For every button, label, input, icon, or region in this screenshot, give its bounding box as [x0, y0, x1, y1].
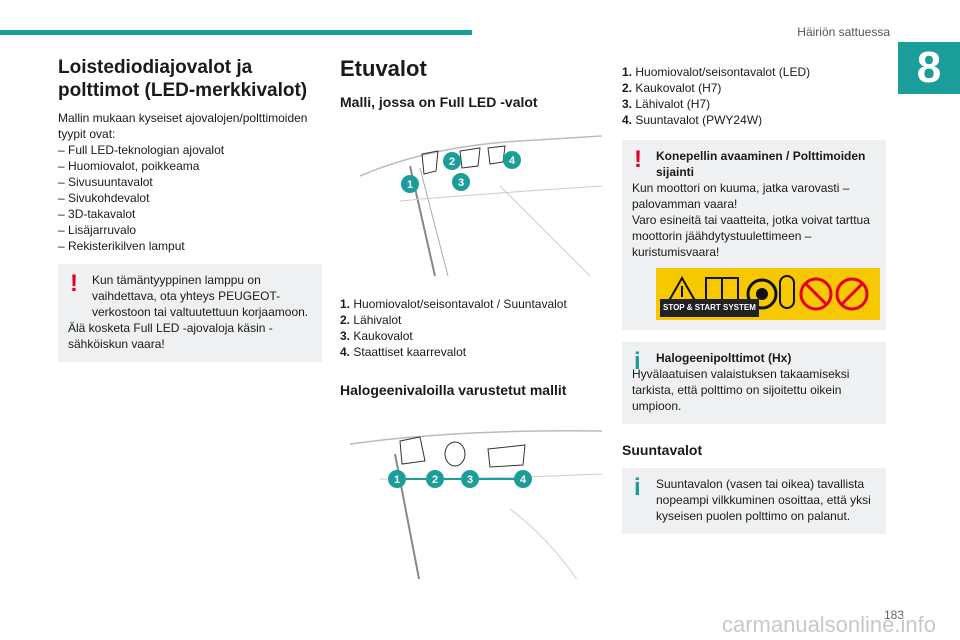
info-box-indicators: i Suuntavalon (vasen tai oikea) tavallis…	[622, 468, 886, 534]
column-front-lights: Etuvalot Malli, jossa on Full LED -valot…	[340, 56, 603, 594]
subheading-full-led: Malli, jossa on Full LED -valot	[340, 94, 538, 110]
warning-exclamation-icon: !	[70, 270, 78, 297]
list-item: Full LED-teknologian ajovalot	[58, 142, 322, 158]
full-led-legend: 1. Huomiovalot/seisontavalot / Suuntaval…	[340, 296, 602, 360]
section-title: Häiriön sattuessa	[797, 25, 890, 39]
callout-2	[426, 470, 444, 488]
intro-text: Mallin mukaan kyseiset ajovalojen/poltti…	[58, 111, 308, 141]
halogen-legend: 1. Huomiovalot/seisontavalot (LED) 2. Ka…	[622, 64, 886, 128]
svg-text:4: 4	[509, 155, 516, 167]
warning-text: Varo esineitä tai vaatteita, jotka voiva…	[632, 213, 870, 259]
full-led-headlamp-diagram: 1 2 3 4	[359, 135, 603, 277]
warning-heading: Konepellin avaaminen / Polttimoiden sija…	[656, 149, 866, 179]
warning-box: ! Kun tämäntyyppinen lamppu on vaihdetta…	[58, 264, 322, 362]
column-led-lamps: Loistediodiajovalot ja polttimot (LED-me…	[58, 56, 322, 362]
warning-exclamation-icon: !	[634, 146, 642, 173]
chapter-tab: 8	[898, 42, 960, 94]
list-item: 1. Huomiovalot/seisontavalot (LED)	[622, 65, 811, 79]
list-item: Lisäjarruvalo	[58, 222, 322, 238]
list-item: Huomiovalot, poikkeama	[58, 158, 322, 174]
list-item: Sivusuuntavalot	[58, 174, 322, 190]
info-box-halogen: i Halogeenipolttimot (Hx) Hyvälaatuisen …	[622, 342, 886, 424]
list-item: Rekisterikilven lamput	[58, 238, 322, 254]
callout-3	[461, 470, 479, 488]
lamp-type-list: Full LED-teknologian ajovalot Huomiovalo…	[58, 142, 322, 254]
sticker-label: STOP & START SYSTEM	[660, 299, 759, 317]
warning-box: ! Konepellin avaaminen / Polttimoiden si…	[622, 140, 886, 330]
watermark: carmanualsonline.info	[721, 612, 936, 637]
heading-led-lamps: Loistediodiajovalot ja polttimot (LED-me…	[58, 57, 308, 101]
info-icon: i	[634, 474, 641, 501]
warning-text: Kun tämäntyyppinen lamppu on vaihdettava…	[92, 273, 309, 319]
warning-sticker-image: STOP & START SYSTEM	[656, 268, 880, 320]
info-icon: i	[634, 348, 641, 375]
list-item: 2. Kaukovalot (H7)	[622, 81, 722, 95]
svg-text:1: 1	[394, 474, 400, 486]
svg-text:3: 3	[458, 177, 464, 189]
svg-text:1: 1	[407, 179, 413, 191]
callout-1	[401, 175, 419, 193]
subheading-halogen: Halogeenivaloilla varustetut mallit	[340, 382, 567, 398]
svg-text:3: 3	[467, 474, 473, 486]
subheading-direction-indicators: Suuntavalot	[622, 442, 703, 458]
list-item: 3D-takavalot	[58, 206, 322, 222]
callout-4	[503, 151, 521, 169]
callout-1	[388, 470, 406, 488]
info-text: Hyvälaatuisen valaistuksen takaamiseksi …	[632, 367, 850, 413]
list-item: 2. Lähivalot	[340, 313, 402, 327]
callout-3	[452, 173, 470, 191]
list-item: 4. Staattiset kaarrevalot	[340, 345, 467, 359]
svg-text:2: 2	[449, 156, 455, 168]
column-halogen-details: 1. Huomiovalot/seisontavalot (LED) 2. Ka…	[622, 64, 886, 534]
info-text: Suuntavalon (vasen tai oikea) tavallista…	[656, 477, 871, 523]
halogen-headlamp-diagram: 1 2 3 4	[349, 430, 603, 585]
callout-2	[443, 152, 461, 170]
top-accent-bar	[0, 30, 472, 35]
info-heading: Halogeenipolttimot (Hx)	[656, 351, 792, 365]
sticker-pictograms-icon	[664, 275, 869, 311]
list-item: 1. Huomiovalot/seisontavalot / Suuntaval…	[340, 297, 567, 311]
svg-text:4: 4	[520, 474, 527, 486]
warning-text: Kun moottori on kuuma, jatka varovasti –…	[632, 181, 850, 211]
page-number: 183	[883, 608, 904, 622]
svg-text:2: 2	[432, 474, 438, 486]
list-item: 4. Suuntavalot (PWY24W)	[622, 113, 763, 127]
warning-text: Älä kosketa Full LED -ajovaloja käsin - …	[68, 321, 273, 351]
list-item: Sivukohdevalot	[58, 190, 322, 206]
list-item: 3. Kaukovalot	[340, 329, 413, 343]
callout-4	[514, 470, 532, 488]
heading-front-lights: Etuvalot	[340, 56, 427, 81]
list-item: 3. Lähivalot (H7)	[622, 97, 711, 111]
